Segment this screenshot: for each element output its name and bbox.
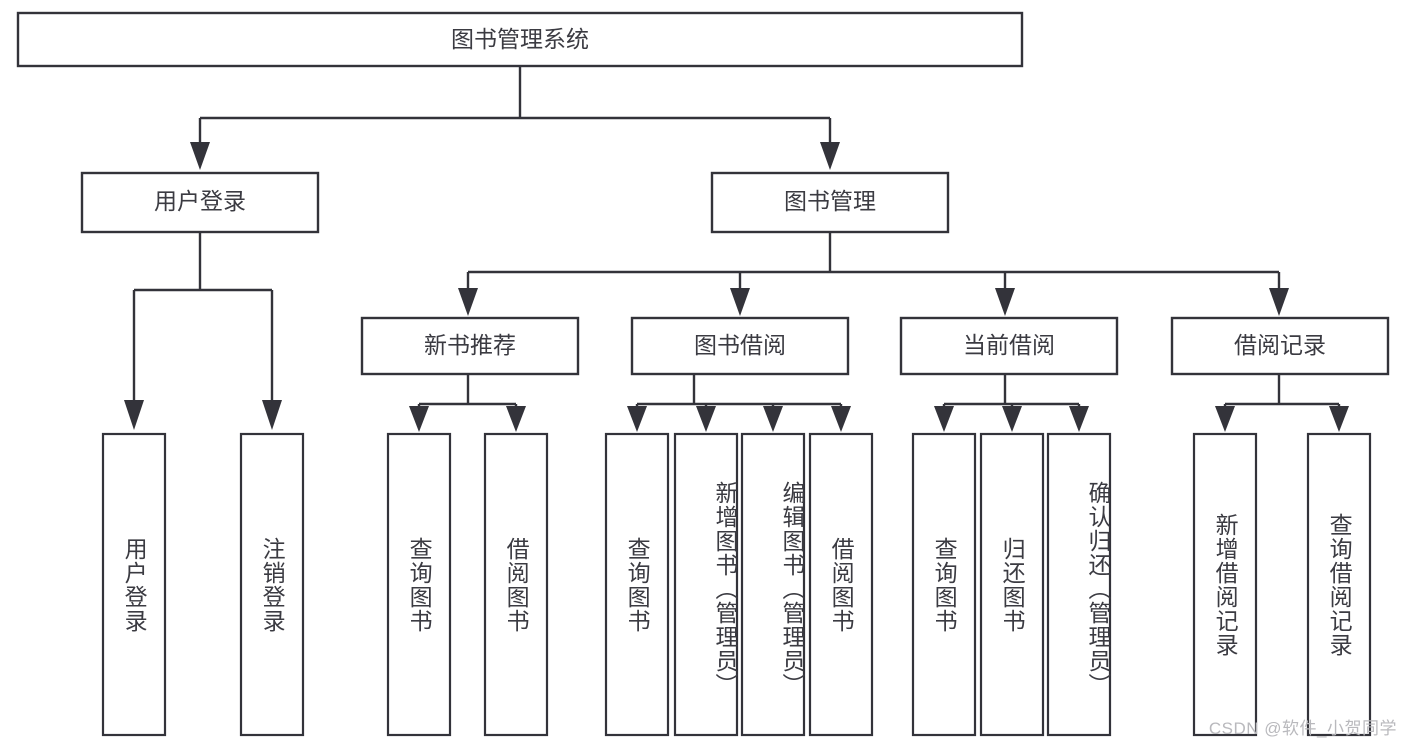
label-book-manage: 图书管理 — [784, 188, 876, 214]
label-user-login: 用户登录 — [154, 188, 246, 214]
node-leaf-add-book[interactable] — [673, 432, 739, 737]
node-leaf-borrow-book-1[interactable] — [483, 432, 549, 737]
connector-borrowrecord-bus — [1223, 374, 1341, 412]
node-leaf-add-record[interactable] — [1192, 432, 1258, 737]
node-current-borrow[interactable] — [899, 316, 1119, 376]
node-leaf-query-book-3[interactable] — [911, 432, 977, 737]
node-leaf-borrow-book-2[interactable] — [808, 432, 874, 737]
node-borrow-record[interactable] — [1170, 316, 1390, 376]
arrow-head-user-login — [190, 142, 210, 170]
node-root[interactable] — [16, 11, 1024, 68]
node-label-group: 图书管理系统 用户登录 图书管理 新书推荐 图书借阅 当前借阅 借阅记录 — [154, 26, 1326, 358]
arrow-head-book-manage — [820, 142, 840, 170]
arrow-head-leaf-confirm-return — [1069, 406, 1089, 432]
arrow-head-leaf-return-book — [1002, 406, 1022, 432]
csdn-watermark: CSDN @软件_小贺同学 — [1208, 719, 1397, 738]
node-box-group — [16, 11, 1390, 737]
arrow-head-leaf-user-login — [124, 400, 144, 430]
node-leaf-confirm-return[interactable] — [1046, 432, 1112, 737]
arrow-head-current-borrow — [995, 288, 1015, 316]
node-leaf-edit-book[interactable] — [740, 432, 806, 737]
label-borrow-record: 借阅记录 — [1234, 332, 1326, 358]
node-leaf-query-book-1[interactable] — [386, 432, 452, 737]
arrow-head-leaf-edit-book — [763, 406, 783, 432]
arrow-head-leaf-borrow-book-1 — [506, 406, 526, 432]
node-leaf-query-record[interactable] — [1306, 432, 1372, 737]
label-book-borrow: 图书借阅 — [694, 332, 786, 358]
node-leaf-query-book-2[interactable] — [604, 432, 670, 737]
node-leaf-logout[interactable] — [239, 432, 305, 737]
connector-userlogin-bus — [132, 232, 274, 404]
arrow-head-leaf-query-book-3 — [934, 406, 954, 432]
arrow-head-leaf-add-book — [696, 406, 716, 432]
arrow-head-leaf-query-book-2 — [627, 406, 647, 432]
node-book-borrow[interactable] — [630, 316, 850, 376]
arrow-head-leaf-query-record — [1329, 406, 1349, 432]
label-new-book-recommend: 新书推荐 — [424, 332, 516, 358]
arrow-head-leaf-borrow-book-2 — [831, 406, 851, 432]
arrow-head-leaf-query-book-1 — [409, 406, 429, 432]
connector-newbook-bus — [417, 374, 518, 412]
connector-group — [124, 66, 1349, 432]
arrow-head-leaf-logout — [262, 400, 282, 430]
connector-bookmanage-bus — [466, 232, 1281, 292]
node-leaf-user-login[interactable] — [101, 432, 167, 737]
node-book-manage[interactable] — [710, 171, 950, 234]
arrow-head-leaf-add-record — [1215, 406, 1235, 432]
node-leaf-return-book[interactable] — [979, 432, 1045, 737]
arrow-head-new-book-recommend — [458, 288, 478, 316]
label-root: 图书管理系统 — [451, 26, 589, 52]
connector-bookborrow-bus — [635, 374, 843, 412]
arrow-head-book-borrow — [730, 288, 750, 316]
label-current-borrow: 当前借阅 — [963, 332, 1055, 358]
arrow-head-borrow-record — [1269, 288, 1289, 316]
node-new-book-recommend[interactable] — [360, 316, 580, 376]
node-user-login[interactable] — [80, 171, 320, 234]
connector-root-to-level1 — [198, 66, 832, 146]
